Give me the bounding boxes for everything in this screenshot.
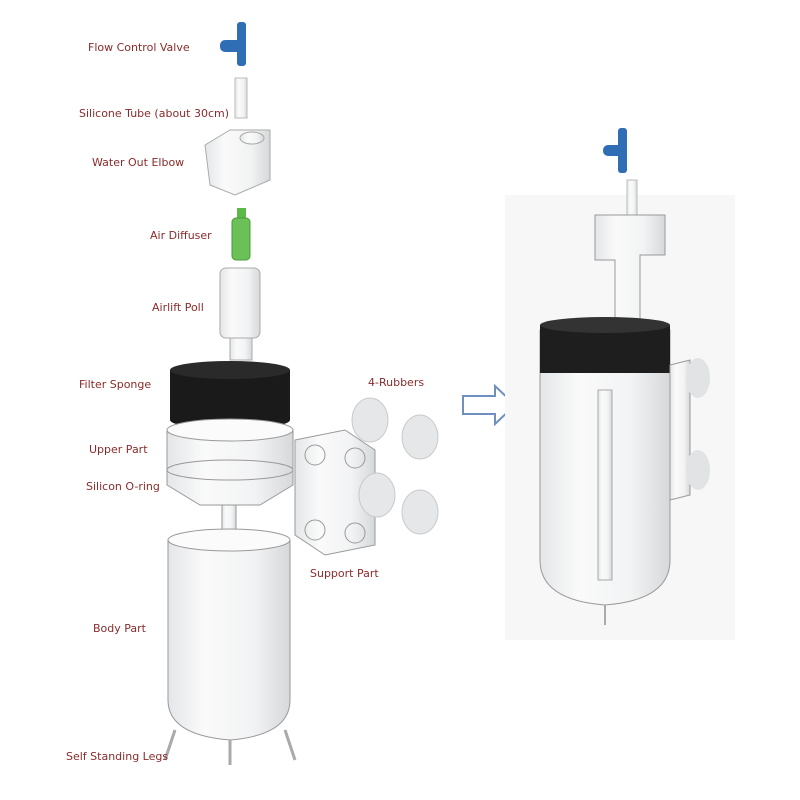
air-diffuser [231,208,251,261]
label-air-diffuser: Air Diffuser [150,229,212,242]
label-silicone-tube: Silicone Tube (about 30cm) [79,107,230,120]
label-support-part: Support Part [310,567,379,580]
water-out-elbow [204,129,271,196]
label-silicon-oring: Silicon O-ring [86,480,160,493]
label-airlift-poll: Airlift Poll [152,301,204,314]
flow-control-valve [220,22,246,66]
assembled-filter [505,128,735,640]
label-self-standing-legs: Self Standing Legs [66,750,169,763]
label-flow-control-valve: Flow Control Valve [88,41,190,54]
support-part [294,429,376,556]
body-part [163,528,297,765]
label-water-out-elbow: Water Out Elbow [92,156,185,169]
label-rubbers: 4-Rubbers [368,376,425,389]
airlift-poll [219,267,261,361]
rubbers [351,397,439,535]
silicone-tube [234,77,248,119]
label-filter-sponge: Filter Sponge [79,378,152,391]
filter-sponge [170,361,290,429]
label-body-part: Body Part [93,622,146,635]
label-upper-part: Upper Part [89,443,148,456]
